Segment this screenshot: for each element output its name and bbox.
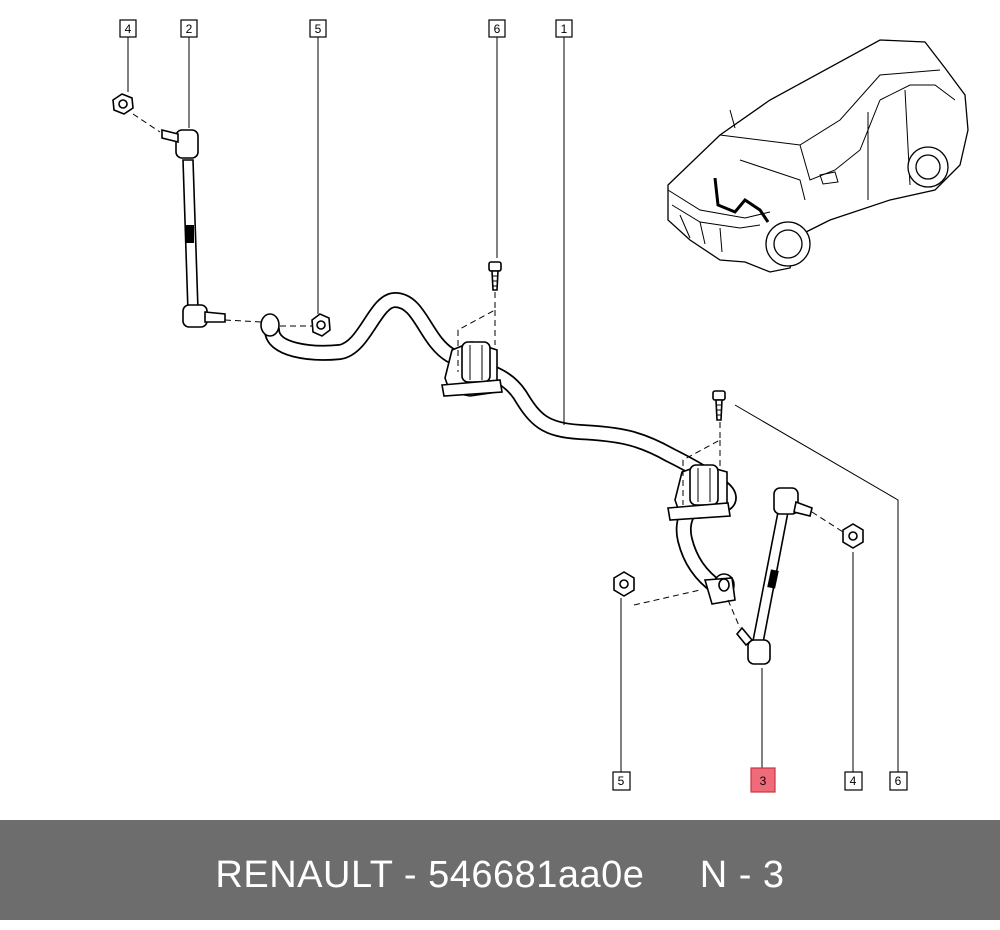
callout-5-top: 5 [309, 19, 327, 38]
svg-text:2: 2 [186, 22, 193, 36]
stabilizer-bar [260, 292, 737, 605]
callout-6-top: 6 [488, 19, 506, 38]
footer-caption: RENAULT - 546681aa0e N - 3 [0, 820, 1000, 920]
position-number: N - 3 [699, 854, 785, 896]
svg-text:1: 1 [561, 22, 568, 36]
callout-6-bottom: 6 [889, 771, 908, 791]
part-number: 546681aa0e [428, 854, 645, 896]
callout-4-top: 4 [119, 19, 137, 38]
footer-bar: RENAULT - 546681aa0e N - 3 [0, 820, 1000, 920]
callout-3-bottom-highlighted: 3 [750, 767, 776, 793]
svg-text:4: 4 [125, 22, 132, 36]
svg-text:6: 6 [895, 774, 902, 788]
link-rod-right [735, 487, 813, 665]
svg-text:4: 4 [850, 774, 857, 788]
vehicle-locator-sketch [667, 39, 969, 273]
svg-text:3: 3 [760, 774, 767, 788]
separator: - [392, 854, 429, 896]
link-rod-left [161, 128, 226, 328]
nut-5-right [613, 571, 635, 597]
bushing-bracket-right [667, 464, 731, 521]
callout-1-top: 1 [555, 19, 573, 38]
nut-4-left [112, 93, 134, 115]
svg-text:6: 6 [494, 22, 501, 36]
leader-lines [127, 37, 899, 772]
callout-4-bottom: 4 [844, 771, 863, 791]
svg-text:5: 5 [315, 22, 322, 36]
callout-5-bottom: 5 [612, 771, 631, 791]
bushing-bracket-left [441, 341, 503, 397]
bolt-6-left [488, 261, 502, 291]
exploded-parts-diagram: 4 2 5 6 1 5 3 4 [112, 19, 969, 793]
gap [644, 854, 699, 896]
nut-4-right [842, 523, 864, 549]
callout-2-top: 2 [180, 19, 198, 38]
assembly-lines [132, 113, 844, 629]
svg-text:5: 5 [618, 774, 625, 788]
nut-5-left [311, 313, 331, 337]
bolt-6-right [712, 390, 726, 421]
brand-name: RENAULT [215, 854, 393, 896]
